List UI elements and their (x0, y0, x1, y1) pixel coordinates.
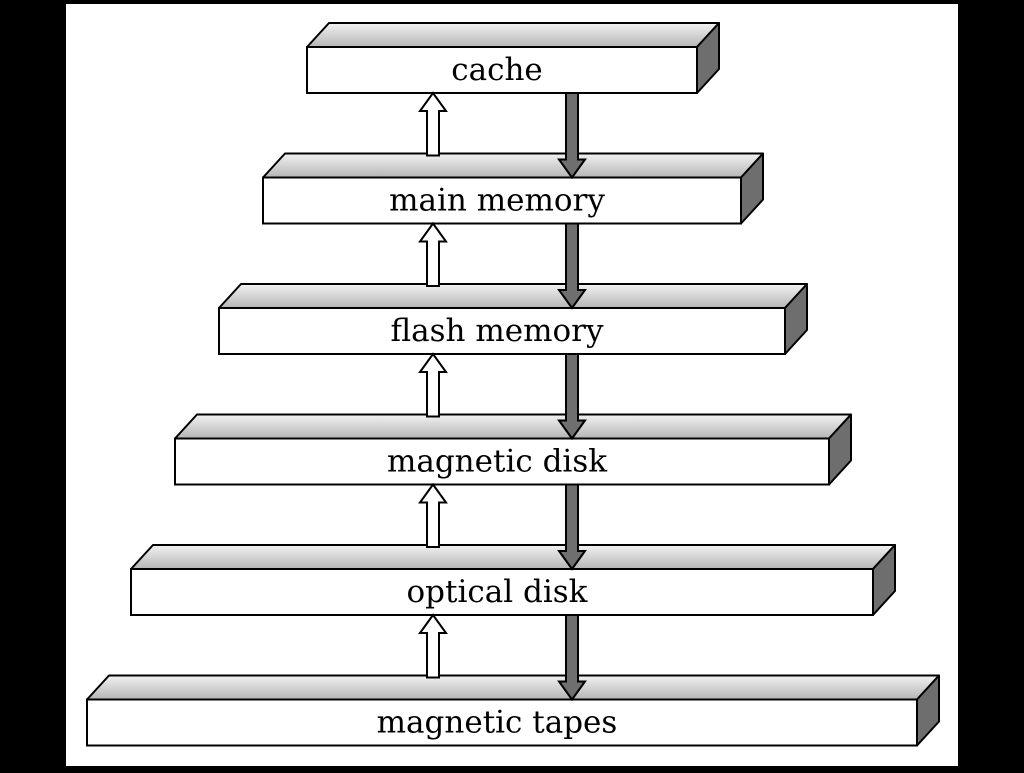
level-label: optical disk (407, 574, 588, 610)
level-cache: cache (306, 22, 720, 94)
up-arrow-icon (418, 613, 448, 679)
levels-layer: cache main memory flash memory magnetic dis… (86, 22, 940, 747)
level-magnetic-disk: magnetic disk (174, 413, 852, 486)
down-arrow-icon (557, 353, 587, 441)
level-top-face (86, 674, 940, 701)
level-label: flash memory (390, 313, 604, 349)
level-top-face (218, 283, 808, 309)
level-label: cache (451, 52, 543, 88)
level-flash-memory: flash memory (218, 283, 808, 355)
down-arrow-icon (557, 614, 587, 702)
level-top-face (306, 22, 720, 48)
level-label: magnetic disk (387, 444, 607, 480)
up-arrow-icon (418, 221, 448, 287)
level-front-face (130, 568, 874, 616)
level-main-memory: main memory (262, 152, 764, 225)
arrows-layer (418, 91, 587, 702)
up-arrow-icon (418, 482, 448, 548)
down-arrow-icon (557, 222, 587, 310)
level-front-face (86, 698, 918, 747)
level-magnetic-tapes: magnetic tapes (86, 674, 940, 747)
level-front-face (306, 46, 698, 94)
up-arrow-icon (418, 352, 448, 418)
up-arrow-icon (418, 91, 448, 157)
level-optical-disk: optical disk (130, 544, 896, 616)
level-top-face (262, 152, 764, 179)
level-label: main memory (389, 183, 605, 219)
level-top-face (174, 413, 852, 440)
level-front-face (262, 176, 742, 225)
level-top-face (130, 544, 896, 570)
level-label: magnetic tapes (377, 705, 618, 741)
level-front-face (174, 437, 830, 486)
down-arrow-icon (557, 483, 587, 571)
white-panel (66, 4, 958, 766)
down-arrow-icon (557, 92, 587, 180)
level-front-face (218, 307, 786, 355)
